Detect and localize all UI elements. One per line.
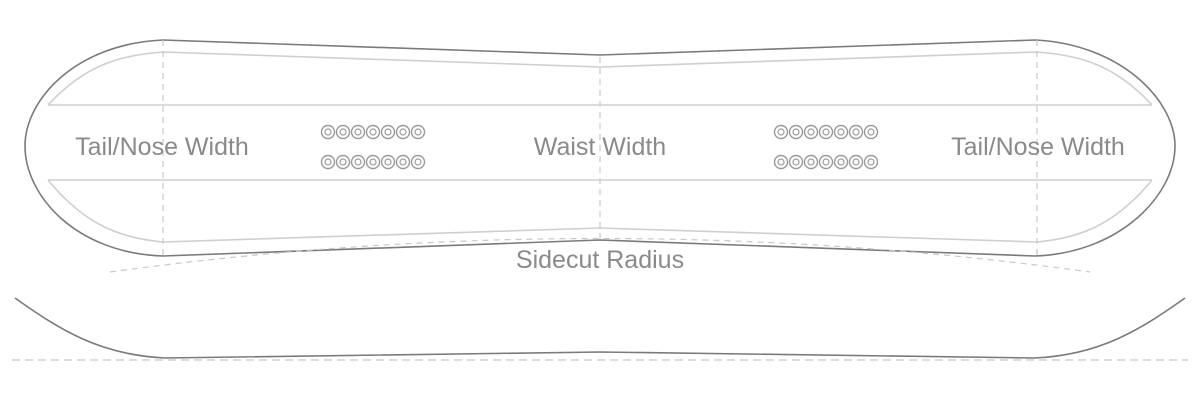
insert-hole-inner	[339, 128, 347, 136]
insert-hole	[848, 124, 864, 140]
insert-hole-inner	[852, 158, 860, 166]
insert-hole-inner	[867, 128, 875, 136]
insert-hole	[410, 124, 426, 140]
insert-hole	[833, 124, 849, 140]
insert-hole-inner	[777, 158, 785, 166]
insert-hole	[365, 154, 381, 170]
nose-width-label: Tail/Nose Width	[951, 133, 1125, 161]
insert-hole	[350, 124, 366, 140]
insert-hole	[833, 154, 849, 170]
insert-hole	[803, 124, 819, 140]
insert-hole-inner	[852, 128, 860, 136]
insert-hole	[395, 154, 411, 170]
insert-hole-inner	[414, 128, 422, 136]
sidecut-radius-label: Sidecut Radius	[516, 246, 684, 274]
insert-hole-inner	[399, 128, 407, 136]
insert-hole-inner	[384, 128, 392, 136]
insert-hole-inner	[822, 128, 830, 136]
board-profile	[14, 297, 1186, 359]
insert-hole	[863, 154, 879, 170]
insert-group-right	[773, 124, 879, 170]
sidecut-radius-arc	[109, 237, 1091, 273]
insert-hole-inner	[807, 158, 815, 166]
insert-hole-inner	[369, 158, 377, 166]
insert-hole-inner	[414, 158, 422, 166]
insert-hole	[818, 154, 834, 170]
insert-hole	[788, 154, 804, 170]
insert-hole	[380, 154, 396, 170]
insert-hole-inner	[324, 128, 332, 136]
insert-hole	[380, 124, 396, 140]
insert-hole-inner	[399, 158, 407, 166]
insert-hole	[335, 124, 351, 140]
waist-width-label: Waist Width	[534, 133, 666, 161]
tail-width-label: Tail/Nose Width	[75, 133, 249, 161]
insert-group-left	[320, 124, 426, 170]
insert-hole-inner	[339, 158, 347, 166]
insert-hole-inner	[354, 158, 362, 166]
insert-hole-inner	[837, 128, 845, 136]
insert-hole	[395, 124, 411, 140]
insert-hole	[848, 154, 864, 170]
insert-hole	[410, 154, 426, 170]
insert-hole-inner	[792, 158, 800, 166]
insert-hole-inner	[384, 158, 392, 166]
insert-hole-inner	[837, 158, 845, 166]
insert-hole	[773, 124, 789, 140]
insert-hole-inner	[777, 128, 785, 136]
insert-hole-inner	[369, 128, 377, 136]
insert-hole	[818, 124, 834, 140]
insert-hole	[320, 124, 336, 140]
insert-hole	[788, 124, 804, 140]
board-outline	[24, 39, 1176, 257]
insert-hole	[803, 154, 819, 170]
insert-hole-inner	[807, 128, 815, 136]
insert-hole-inner	[822, 158, 830, 166]
insert-hole	[335, 154, 351, 170]
insert-hole-inner	[867, 158, 875, 166]
insert-hole	[365, 124, 381, 140]
insert-hole-inner	[354, 128, 362, 136]
insert-hole-inner	[792, 128, 800, 136]
insert-hole	[320, 154, 336, 170]
insert-hole-inner	[324, 158, 332, 166]
insert-hole	[773, 154, 789, 170]
insert-hole	[863, 124, 879, 140]
insert-hole	[350, 154, 366, 170]
